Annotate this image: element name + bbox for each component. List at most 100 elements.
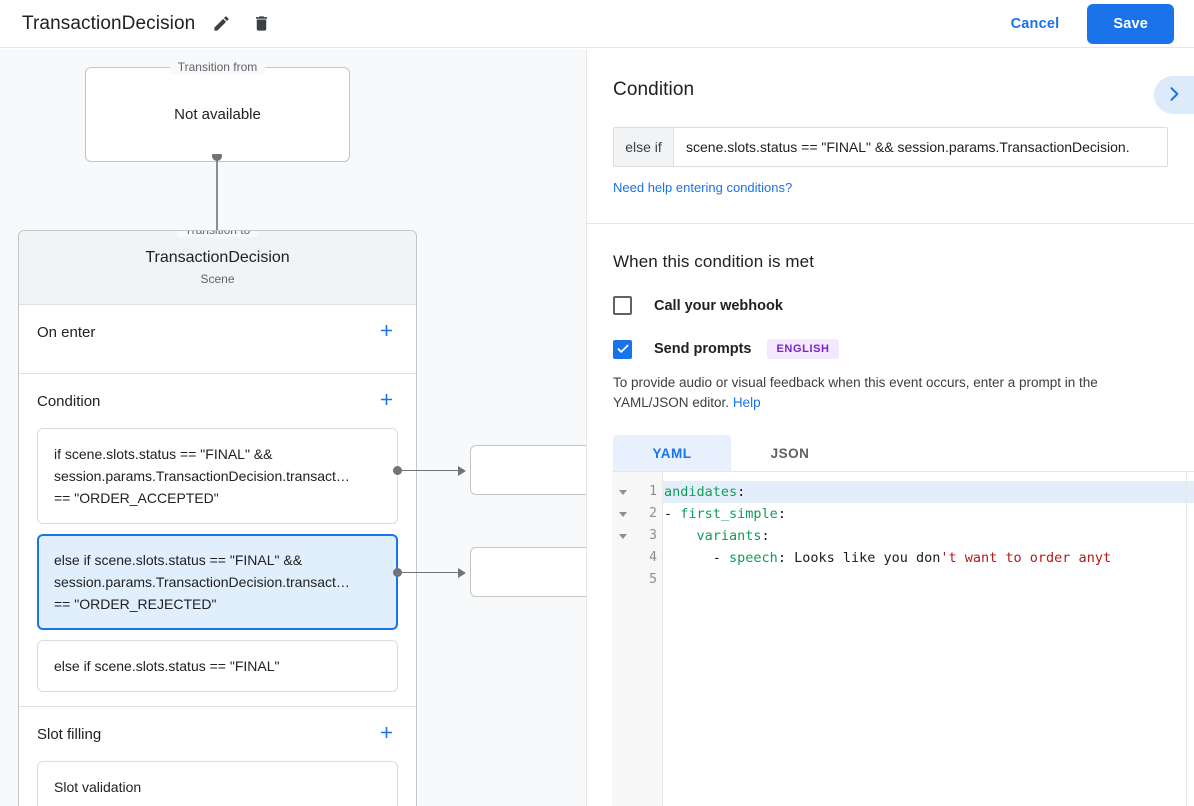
prompts-description: To provide audio or visual feedback when… [613,373,1168,413]
condition-input-row: else if [613,127,1168,167]
code-token: andidates [664,484,738,500]
edit-name-button[interactable] [207,10,235,38]
editor-format-tabs: YAML JSON [613,435,1168,471]
section-title: Condition [37,392,101,410]
scene-name: TransactionDecision [145,249,290,266]
code-token: variants [696,528,762,544]
section-title: On enter [37,323,96,341]
condition-target-node[interactable] [470,547,586,597]
condition-help-link[interactable]: Need help entering conditions? [613,180,793,195]
delete-button[interactable] [247,10,275,38]
code-token: - [664,550,730,566]
language-badge: ENGLISH [767,339,839,359]
condition-line: == "ORDER_ACCEPTED" [54,490,219,506]
panel-title: Condition [613,79,695,100]
tab-yaml[interactable]: YAML [613,435,731,471]
transition-from-value: Not available [174,106,261,123]
condition-edge-arrowhead [458,568,466,578]
code-token: : [761,528,770,544]
code-line[interactable]: variants: [663,525,1194,547]
condition-line: if scene.slots.status == "FINAL" && [54,446,273,462]
code-token: 't want to order anyt [940,550,1112,566]
add-slot-filling-button[interactable] [374,722,398,746]
fold-spacer [612,569,634,591]
send-prompts-row: Send prompts ENGLISH [613,339,1168,359]
scene-header[interactable]: TransactionDecision Scene [19,231,416,305]
condition-edge-dot [393,568,402,577]
when-met-block: When this condition is met Call your web… [587,224,1194,471]
pencil-icon [212,14,231,33]
line-number: 5 [649,572,657,587]
condition-line: else if scene.slots.status == "FINAL" && [54,552,303,568]
transition-to-node: Transition to TransactionDecision Scene … [18,230,417,806]
condition-expression-input[interactable] [674,128,1167,166]
condition-prefix-label: else if [614,128,674,166]
trash-icon [252,14,271,33]
graph-canvas: Transition from Not available Transition… [0,49,586,806]
send-prompts-checkbox[interactable] [613,339,632,359]
transition-from-legend: Transition from [169,60,266,74]
line-number: 2 [649,506,657,521]
slot-validation-card[interactable]: Slot validation [37,761,398,806]
code-token: : [777,550,795,566]
call-webhook-checkbox[interactable] [613,296,632,315]
condition-line: == "ORDER_REJECTED" [54,596,217,612]
line-number: 3 [649,528,657,543]
editor-fold-column [612,472,634,806]
prompts-description-text: To provide audio or visual feedback when… [613,375,1098,410]
tab-json[interactable]: JSON [770,445,810,461]
code-line[interactable] [663,569,1194,591]
section-slot-filling-header: Slot filling [37,707,398,761]
page-title: TransactionDecision [22,12,196,34]
section-condition-header: Condition [37,374,398,428]
chevron-right-icon [1164,84,1184,107]
condition-edge-arrowhead [458,466,466,476]
transition-to-legend: Transition to [176,231,259,237]
plus-icon [377,321,396,343]
code-token [664,528,697,544]
section-title: Slot filling [37,725,102,743]
code-line[interactable]: andidates: [663,481,1194,503]
editor-vertical-scrollbar[interactable] [1186,472,1194,806]
add-condition-button[interactable] [374,389,398,413]
line-number: 4 [649,550,657,565]
code-token: first_simple [680,506,778,522]
condition-target-node[interactable] [470,445,586,495]
condition-card[interactable]: if scene.slots.status == "FINAL" && sess… [37,428,398,524]
transition-from-node[interactable]: Transition from Not available [85,60,350,162]
fold-toggle-icon[interactable] [612,503,634,525]
collapse-panel-button[interactable] [1154,76,1194,114]
condition-line: else if scene.slots.status == "FINAL" [54,658,280,674]
code-line[interactable]: - speech: Looks like you don't want to o… [663,547,1194,569]
add-on-enter-button[interactable] [374,320,398,344]
code-token: : [737,484,746,500]
prompts-help-link[interactable]: Help [732,395,761,410]
save-button[interactable]: Save [1087,3,1174,44]
condition-edge-line [398,572,462,573]
webhook-row: Call your webhook [613,296,1168,315]
panel-divider [587,223,1194,224]
scene-type: Scene [200,272,235,286]
fold-toggle-icon[interactable] [612,525,634,547]
fold-toggle-icon[interactable] [612,481,634,503]
code-token: - [664,506,681,522]
send-prompts-label: Send prompts [654,341,752,357]
call-webhook-label: Call your webhook [654,297,783,314]
editor-code-area[interactable]: andidates:- first_simple: variants: - sp… [663,472,1194,806]
section-condition: Condition if scene.slots.status == "FINA… [19,374,416,707]
code-token: Looks like you don [794,550,941,566]
condition-line: session.params.TransactionDecision.trans… [54,468,350,484]
code-token: speech [729,550,778,566]
condition-card-selected[interactable]: else if scene.slots.status == "FINAL" &&… [37,534,398,630]
condition-line: session.params.TransactionDecision.trans… [54,574,350,590]
plus-icon [377,390,396,412]
panel-top-block: Condition else if Need help entering con… [587,49,1194,197]
cancel-button[interactable]: Cancel [997,8,1074,40]
when-condition-met-title: When this condition is met [613,252,815,271]
fold-spacer [612,547,634,569]
condition-card[interactable]: else if scene.slots.status == "FINAL" [37,640,398,692]
top-bar: TransactionDecision Cancel Save [0,0,1194,48]
code-line[interactable]: - first_simple: [663,503,1194,525]
